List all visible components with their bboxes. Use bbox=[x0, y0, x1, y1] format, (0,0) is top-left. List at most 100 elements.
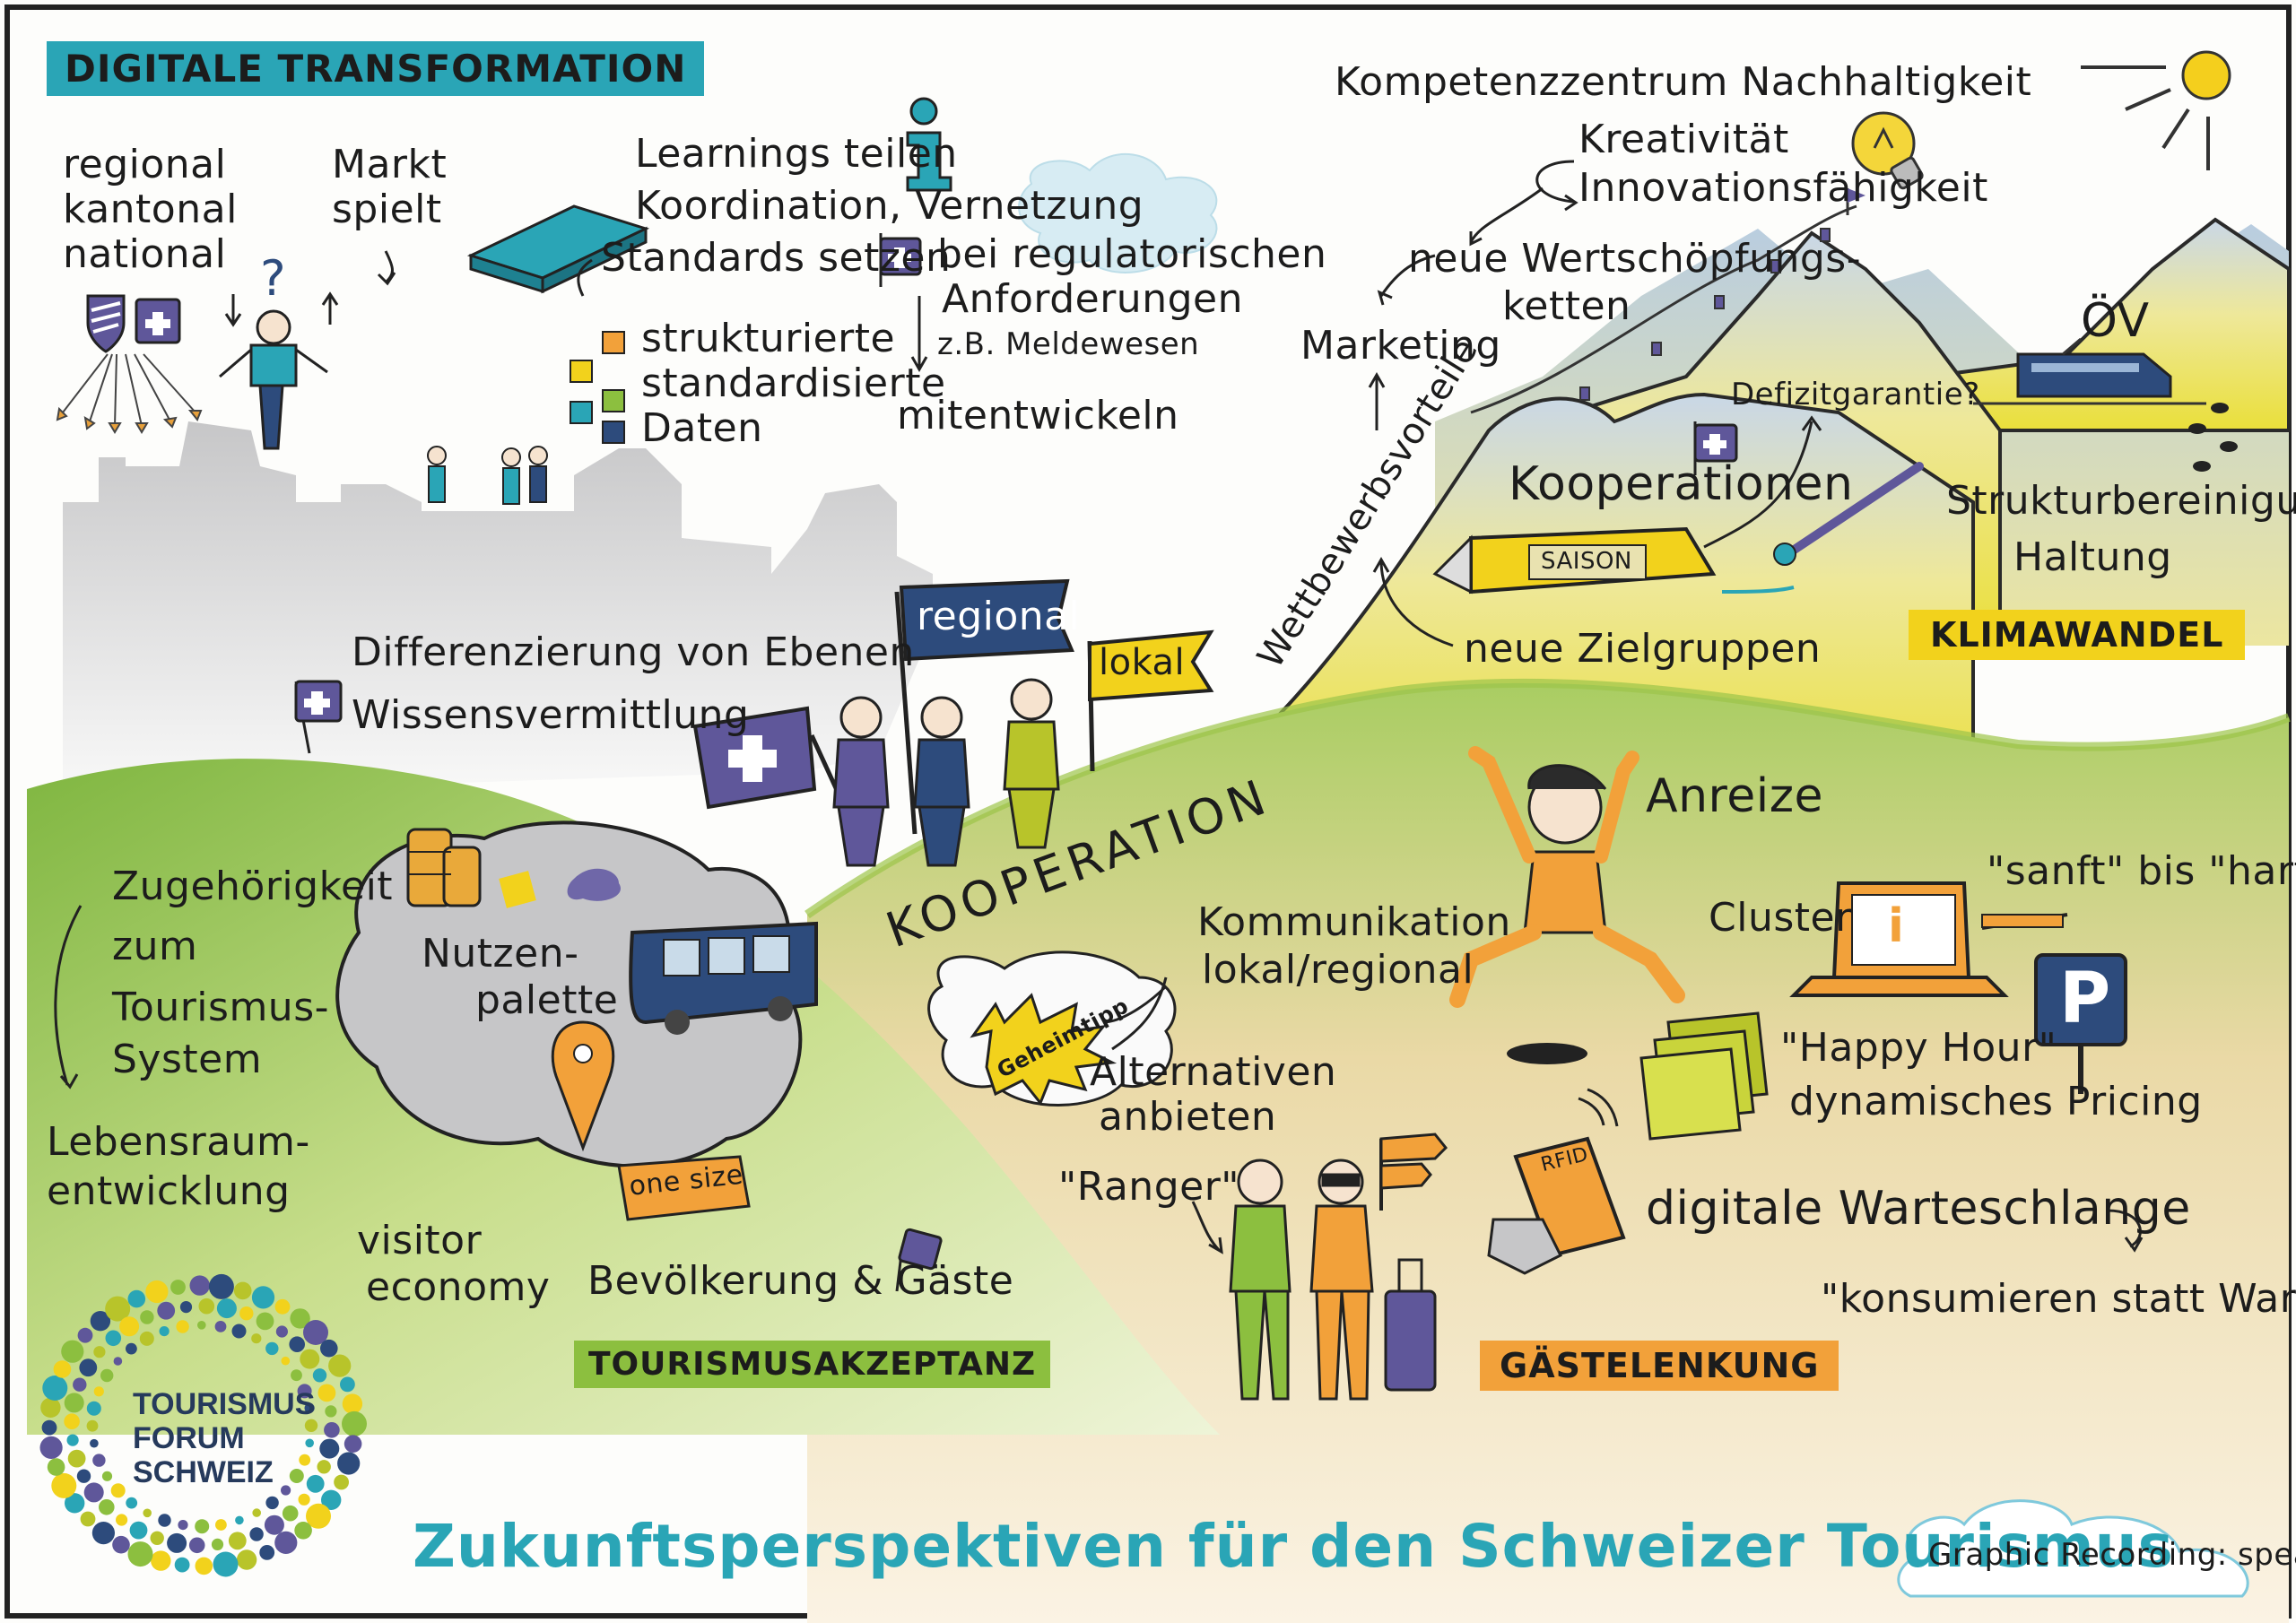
logo-dot bbox=[236, 1549, 257, 1570]
logo-dot bbox=[40, 1397, 61, 1419]
summit-flag-icon bbox=[1846, 188, 1866, 215]
text-haltung: Haltung bbox=[2013, 534, 2172, 580]
logo-dot bbox=[66, 1434, 79, 1446]
flag-text-regional: regional bbox=[917, 594, 1081, 639]
logo-dot bbox=[198, 1298, 215, 1315]
logo-dot bbox=[65, 1493, 85, 1514]
text-standards-setzen: Standards setzen bbox=[601, 235, 952, 281]
logo-dot bbox=[127, 1541, 153, 1567]
logo-dot bbox=[93, 1386, 104, 1397]
logo-dot bbox=[299, 1454, 311, 1466]
parking-sign-icon bbox=[2034, 953, 2127, 1094]
text-cluster: Cluster bbox=[1709, 895, 1852, 941]
logo-dot bbox=[342, 1393, 363, 1414]
logo-dot bbox=[325, 1405, 337, 1418]
logo-dot bbox=[208, 1273, 234, 1299]
logo-dot bbox=[235, 1515, 244, 1525]
text-economy: economy bbox=[366, 1264, 551, 1310]
logo-dot bbox=[86, 1401, 101, 1416]
logo-dot bbox=[176, 1320, 189, 1333]
swiss-flag-icon-2 bbox=[879, 233, 922, 287]
logo-dot bbox=[100, 1368, 114, 1383]
logo-dot bbox=[174, 1557, 190, 1573]
money-icon bbox=[1639, 1011, 1769, 1141]
logo-dot bbox=[281, 1356, 291, 1366]
question-mark: ? bbox=[260, 250, 287, 307]
logo-dot bbox=[306, 1503, 331, 1529]
logo-dot bbox=[320, 1339, 338, 1358]
laptop-icon bbox=[1789, 881, 2009, 997]
data-squares-icon bbox=[570, 331, 625, 444]
logo-dot bbox=[157, 1301, 176, 1320]
logo-dot bbox=[158, 1514, 171, 1527]
bus-icon bbox=[629, 921, 818, 1035]
logo-dot bbox=[86, 1419, 99, 1432]
text-anreize: Anreize bbox=[1646, 769, 1823, 823]
text-anforderungen: Anforderungen bbox=[942, 276, 1243, 322]
text-daten: Daten bbox=[641, 405, 763, 451]
text-markt: Markt bbox=[332, 142, 448, 187]
logo-dot bbox=[321, 1489, 342, 1511]
text-zugehoerigkeit: Zugehörigkeit bbox=[112, 864, 394, 909]
logo-dot bbox=[337, 1452, 361, 1475]
text-bevoelkerung: Bevölkerung & Gäste bbox=[587, 1258, 1014, 1304]
credit-text: Graphic Recording: speakture bbox=[1928, 1537, 2296, 1573]
logo-dot bbox=[105, 1330, 122, 1347]
city-skyline bbox=[63, 421, 933, 789]
logo-dot bbox=[179, 1301, 193, 1314]
text-digitale-warteschlange: digitale Warteschlange bbox=[1646, 1182, 2191, 1236]
logo-dot bbox=[195, 1519, 210, 1534]
heart-arrows-icon bbox=[56, 353, 203, 434]
parking-letter: P bbox=[2059, 959, 2111, 1039]
text-mitentwickeln: mitentwickeln bbox=[897, 393, 1179, 438]
text-kantonal: kantonal bbox=[63, 187, 238, 232]
logo-dot bbox=[91, 1522, 115, 1545]
logo-dot bbox=[113, 1357, 123, 1366]
label-gaestelenkung: GÄSTELENKUNG bbox=[1480, 1341, 1839, 1391]
group-people-icon bbox=[832, 678, 1060, 867]
logo-dot bbox=[80, 1511, 96, 1527]
logo-dot bbox=[73, 1377, 87, 1392]
logo-dot bbox=[264, 1515, 284, 1535]
logo-dot bbox=[151, 1550, 171, 1571]
swimmer-icon bbox=[1721, 462, 1924, 594]
logo-dot bbox=[231, 1324, 247, 1339]
logo-dot bbox=[53, 1360, 72, 1378]
logo-dot bbox=[77, 1327, 93, 1343]
logo-dot bbox=[213, 1551, 239, 1577]
logo-dot bbox=[259, 1545, 275, 1560]
logo-dot bbox=[61, 1340, 84, 1363]
logo-dot bbox=[289, 1336, 306, 1352]
swiss-flag-icon-1 bbox=[135, 298, 181, 344]
tourismus-forum-logo-ring bbox=[39, 1273, 367, 1577]
coin-stack-icon bbox=[406, 828, 482, 907]
flag-regional-icon bbox=[894, 578, 1074, 835]
logo-dot bbox=[170, 1280, 186, 1295]
logo-dot bbox=[178, 1520, 188, 1531]
flag-lokal-icon bbox=[1087, 629, 1214, 772]
logo-dot bbox=[297, 1384, 312, 1399]
text-alternativen: Alternativen bbox=[1090, 1049, 1337, 1095]
logo-dot bbox=[42, 1376, 68, 1401]
logo-dot bbox=[328, 1354, 352, 1377]
logo-dot bbox=[145, 1280, 169, 1304]
logo-dot bbox=[215, 1519, 227, 1531]
logo-dot bbox=[110, 1483, 126, 1498]
logo-dot bbox=[129, 1521, 148, 1540]
slider-icon bbox=[1981, 913, 2068, 930]
text-oev: ÖV bbox=[2081, 294, 2150, 348]
logo-dot bbox=[99, 1499, 115, 1515]
text-kooperationen: Kooperationen bbox=[1509, 457, 1854, 511]
logo-dot bbox=[127, 1289, 146, 1308]
text-regulatorisch: bei regulatorischen bbox=[937, 231, 1327, 277]
text-strukturbereinigung: Strukturbereinigung? bbox=[1946, 478, 2296, 524]
cloud-top bbox=[1018, 152, 1218, 273]
cable-car-icon bbox=[1579, 228, 1831, 401]
cable-car-line bbox=[1470, 204, 1857, 414]
main-title: Zukunftsperspektiven für den Schweizer T… bbox=[413, 1512, 2174, 1581]
logo-dot bbox=[294, 1522, 312, 1540]
logo-dot bbox=[92, 1454, 106, 1467]
text-strukturierte: strukturierte bbox=[641, 316, 896, 361]
logo-dot bbox=[167, 1532, 187, 1553]
